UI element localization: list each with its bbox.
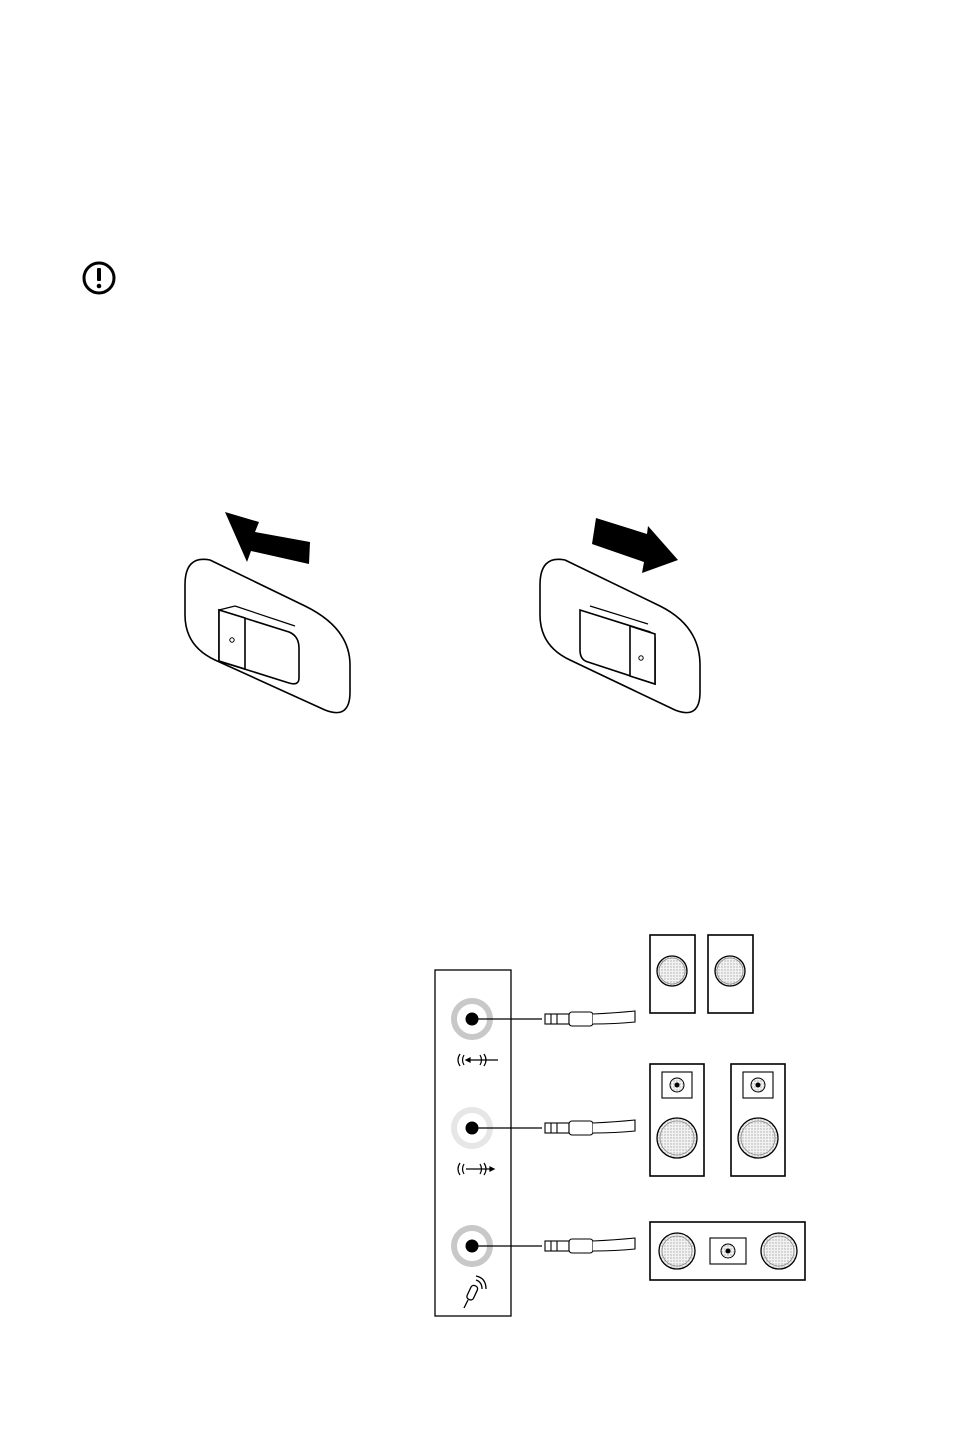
center-speaker-icon (650, 1222, 805, 1280)
arrow-left-icon (225, 512, 310, 564)
audio-plug (545, 1238, 635, 1253)
powered-speaker-icon (650, 1064, 785, 1176)
arrow-right-icon (592, 518, 678, 573)
audio-plug (545, 1120, 635, 1135)
voltage-switch-left-figure (175, 500, 365, 725)
voltage-switch-right-figure (530, 500, 720, 725)
audio-connection-figure (430, 930, 820, 1325)
audio-plug (545, 1011, 635, 1026)
attention-icon (80, 260, 118, 298)
stereo-speaker-icon (650, 935, 753, 1013)
